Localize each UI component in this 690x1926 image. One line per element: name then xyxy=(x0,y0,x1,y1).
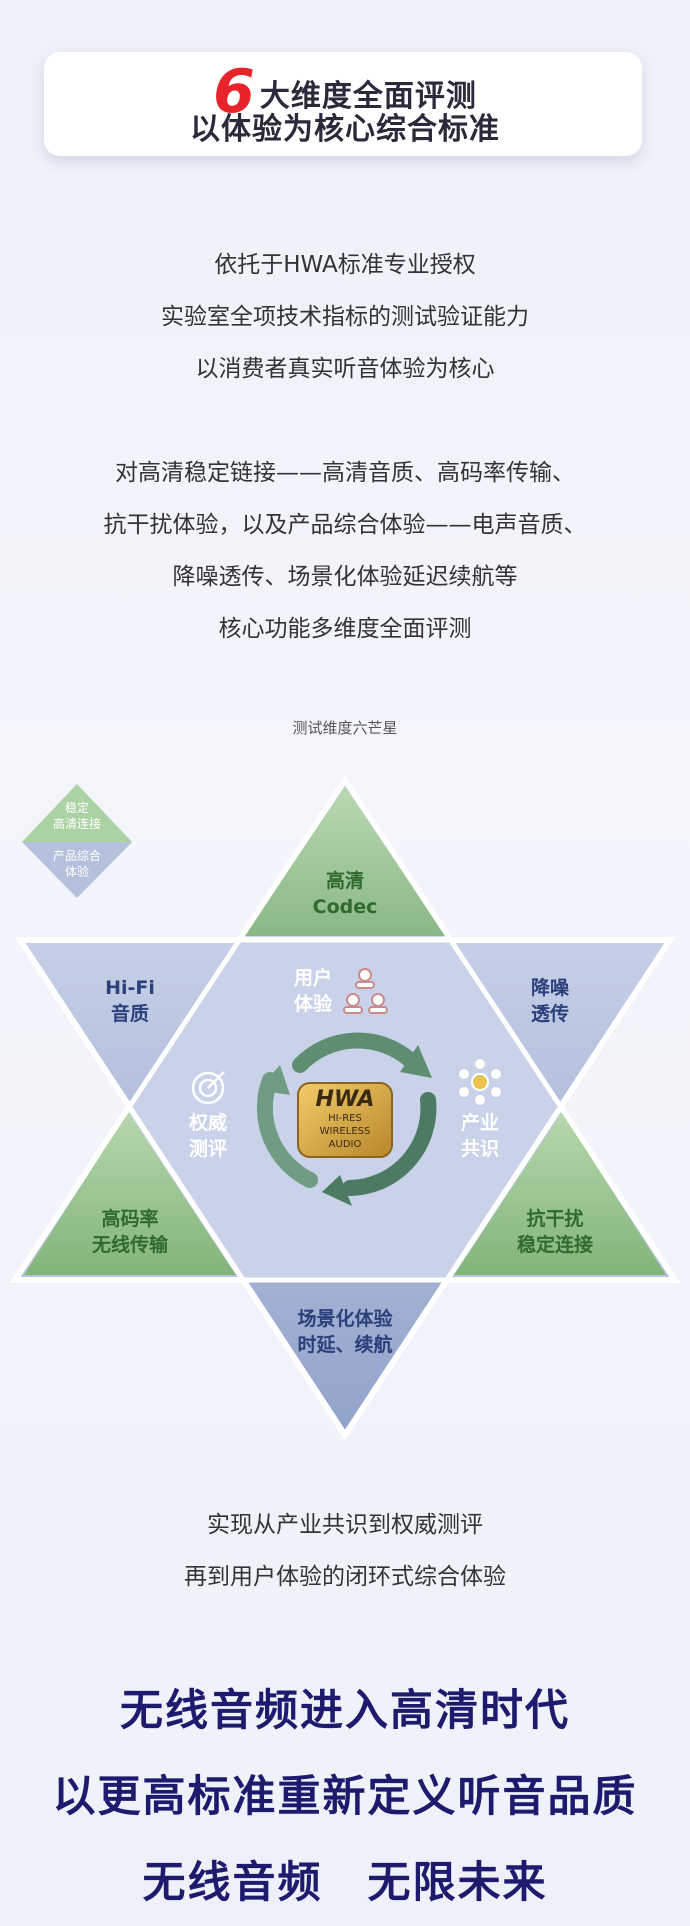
label-authority: 权威测评 xyxy=(188,1112,227,1160)
slogan-1: 无线音频进入高清时代 xyxy=(120,1686,570,1736)
slogan-2: 以更高标准重新定义听音品质 xyxy=(52,1772,638,1822)
label-user-experience: 用户体验 xyxy=(293,967,332,1015)
slogan-3: 无线音频 无限未来 xyxy=(142,1858,548,1908)
label-lower-left: 高码率无线传输 xyxy=(91,1208,168,1256)
label-upper-right: 降噪透传 xyxy=(530,977,569,1025)
title-number: 6 xyxy=(213,57,256,127)
intro-line: 以消费者真实听音体验为核心 xyxy=(195,356,495,382)
body-line: 对高清稳定链接——高清音质、高码率传输、 xyxy=(115,460,575,486)
hwa-logo-text: HWA HI-RES WIRELESS AUDIO xyxy=(315,1087,375,1151)
point-top xyxy=(244,786,446,936)
cycle-arrows xyxy=(256,1032,437,1206)
legend-bottom-label: 产品综合体验 xyxy=(52,849,101,879)
legend-top-label: 稳定高清连接 xyxy=(52,801,101,831)
body-line: 核心功能多维度全面评测 xyxy=(218,616,472,642)
intro-line: 依托于HWA标准专业授权 xyxy=(214,252,476,278)
point-lower-left xyxy=(24,1112,236,1275)
network-icon xyxy=(459,1059,501,1105)
title-card xyxy=(44,52,642,156)
body-line: 降噪透传、场景化体验延迟续航等 xyxy=(172,564,518,590)
intro-line: 实验室全项技术指标的测试验证能力 xyxy=(161,304,529,330)
closing-line: 实现从产业共识到权威测评 xyxy=(207,1512,483,1538)
legend-blue-triangle xyxy=(22,842,132,898)
hwa-logo xyxy=(297,1082,393,1158)
legend-green-triangle xyxy=(22,784,132,842)
six-point-star xyxy=(9,774,681,1441)
legend-diamond xyxy=(22,784,132,898)
body-line: 抗干扰体验，以及产品综合体验——电声音质、 xyxy=(103,512,587,538)
label-industry: 产业共识 xyxy=(460,1112,499,1160)
target-icon xyxy=(191,1071,225,1105)
title-line-1: 大维度全面评测 xyxy=(259,79,477,114)
page-subtitle: 以体验为核心综合标准 xyxy=(190,112,500,147)
label-lower-right: 抗干扰稳定连接 xyxy=(516,1208,593,1256)
user-icon xyxy=(343,968,388,1014)
point-lower-right xyxy=(454,1112,666,1275)
closing-line: 再到用户体验的闭环式综合体验 xyxy=(184,1564,506,1590)
diagram-caption: 测试维度六芒星 xyxy=(292,719,398,737)
label-bottom: 场景化体验时延、续航 xyxy=(297,1308,393,1356)
